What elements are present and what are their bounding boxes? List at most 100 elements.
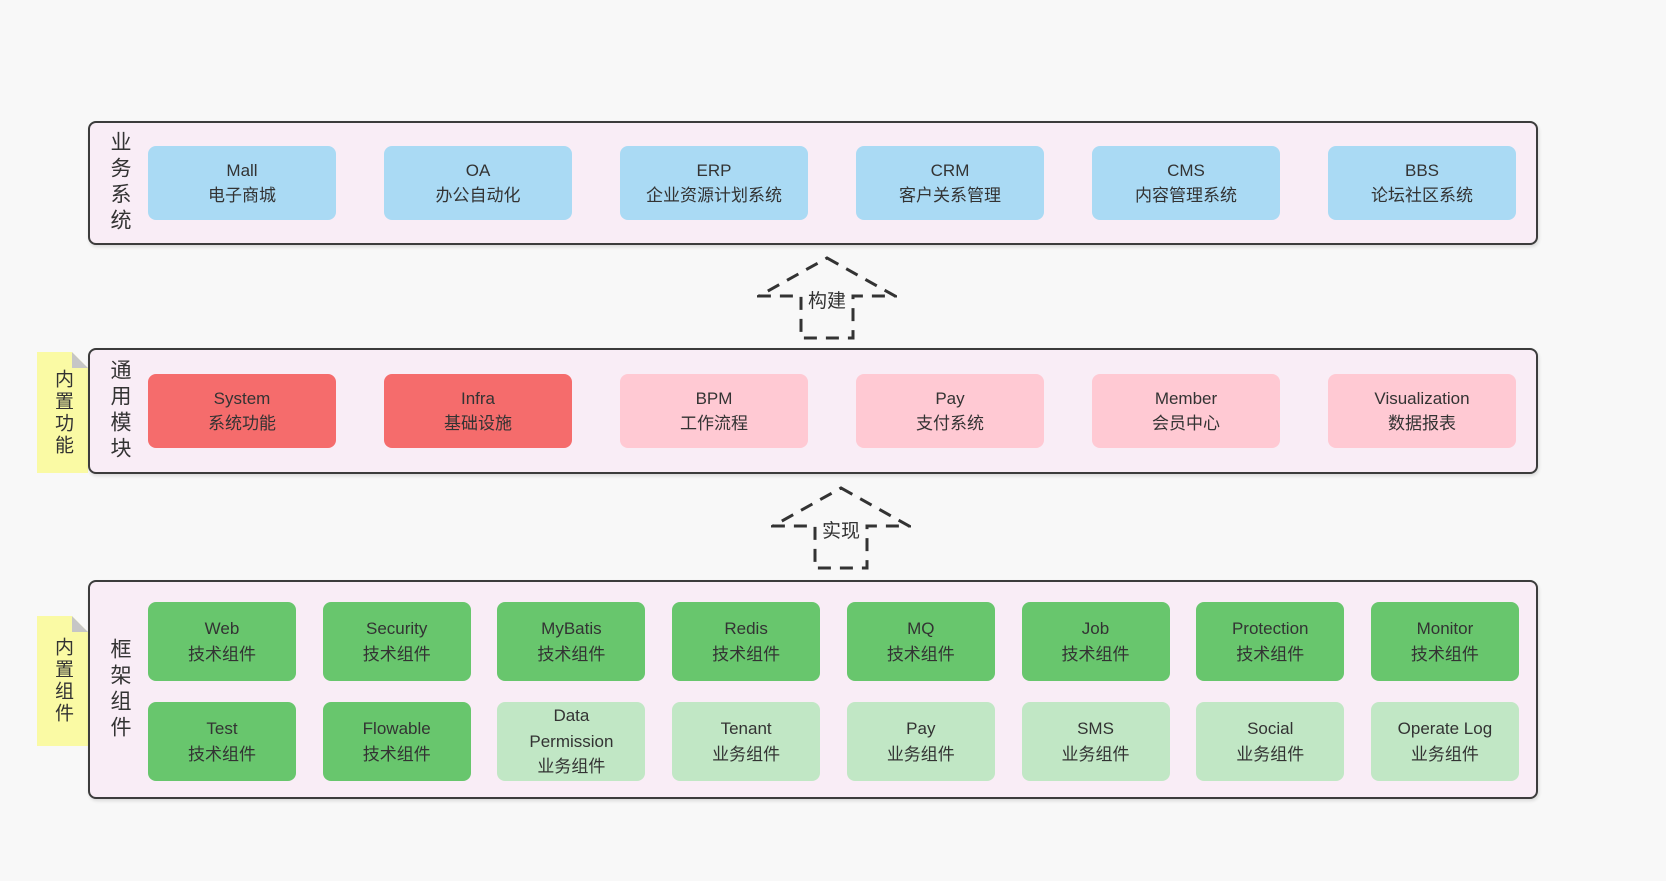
card-flowable: Flowable 技术组件 <box>322 702 471 781</box>
section-business-systems: 业务系统 Mall 电子商城 OA 办公自动化 ERP 企业资源计划系统 CRM… <box>88 121 1538 245</box>
card-title: System <box>213 388 271 408</box>
card-subtitle: 技术组件 <box>886 644 955 664</box>
card-title: MQ <box>907 619 935 638</box>
card-subtitle: 业务组件 <box>1061 744 1130 764</box>
card-subtitle: 业务组件 <box>537 757 606 777</box>
card-tenant: Tenant 业务组件 <box>672 702 821 781</box>
framework-row-1: Web 技术组件 Security 技术组件 MyBatis 技术组件 Redi… <box>148 602 1519 681</box>
business-systems-label: 业务系统 <box>108 131 131 235</box>
framework-row-2: Test 技术组件 Flowable 技术组件 Data Permission … <box>148 702 1519 781</box>
card-subtitle: 企业资源计划系统 <box>646 186 782 205</box>
card-operate-log: Operate Log 业务组件 <box>1370 702 1519 781</box>
card-data-permission: Data Permission 业务组件 <box>497 702 646 781</box>
card-subtitle: 技术组件 <box>537 644 606 664</box>
card-crm: CRM 客户关系管理 <box>856 146 1044 220</box>
card-sms: SMS 业务组件 <box>1021 702 1170 781</box>
card-subtitle: 技术组件 <box>362 744 431 764</box>
up-arrow-icon <box>757 256 897 340</box>
common-modules-label: 通用模块 <box>108 359 131 463</box>
card-member: Member 会员中心 <box>1092 374 1280 448</box>
card-title: Job <box>1081 619 1110 638</box>
card-title: Tenant <box>720 719 772 738</box>
card-pay-module: Pay 支付系统 <box>856 374 1044 448</box>
card-title: Redis <box>724 619 768 638</box>
card-social: Social 业务组件 <box>1196 702 1345 781</box>
card-subtitle: 数据报表 <box>1388 414 1456 433</box>
card-subtitle: 技术组件 <box>188 644 256 664</box>
card-title: CMS <box>1167 160 1205 180</box>
card-title: Visualization <box>1374 388 1470 408</box>
card-title: Pay <box>935 388 965 408</box>
card-job: Job 技术组件 <box>1021 602 1170 681</box>
card-subtitle: 论坛社区系统 <box>1371 186 1473 205</box>
card-visualization: Visualization 数据报表 <box>1328 374 1516 448</box>
card-cms: CMS 内容管理系统 <box>1092 146 1280 220</box>
card-subtitle: 系统功能 <box>208 414 276 433</box>
tag-builtin-components: 内置组件 <box>37 616 88 746</box>
card-title: Web <box>204 619 240 638</box>
card-subtitle: 技术组件 <box>1061 644 1130 664</box>
card-system: System 系统功能 <box>148 374 336 448</box>
section-framework-components: 框架组件 Web 技术组件 Security 技术组件 MyBatis 技术组件… <box>88 580 1538 799</box>
card-test: Test 技术组件 <box>148 702 296 781</box>
card-title: OA <box>465 160 491 180</box>
framework-components-rows: Web 技术组件 Security 技术组件 MyBatis 技术组件 Redi… <box>148 602 1519 781</box>
card-bbs: BBS 论坛社区系统 <box>1328 146 1516 220</box>
card-infra: Infra 基础设施 <box>384 374 572 448</box>
card-title: Monitor <box>1416 619 1474 638</box>
card-subtitle: 技术组件 <box>362 644 431 664</box>
arrow-build: 构建 <box>757 256 897 340</box>
card-subtitle: 技术组件 <box>188 744 256 764</box>
card-title: Test <box>206 719 238 738</box>
card-subtitle: 基础设施 <box>444 414 512 433</box>
card-subtitle: 内容管理系统 <box>1135 186 1237 205</box>
card-title: Flowable <box>362 719 431 738</box>
card-redis: Redis 技术组件 <box>672 602 821 681</box>
card-erp: ERP 企业资源计划系统 <box>620 146 808 220</box>
card-title: Pay <box>906 719 936 738</box>
tag-builtin-functions: 内置功能 <box>37 352 88 473</box>
business-systems-boxes: Mall 电子商城 OA 办公自动化 ERP 企业资源计划系统 CRM 客户关系… <box>148 123 1516 243</box>
card-subtitle: 业务组件 <box>1410 744 1479 764</box>
card-title: Security <box>365 619 428 638</box>
card-monitor: Monitor 技术组件 <box>1370 602 1519 681</box>
card-title: ERP <box>696 160 732 180</box>
tag-label: 内置组件 <box>52 637 73 725</box>
card-subtitle: 会员中心 <box>1152 414 1220 433</box>
card-title: SMS <box>1077 719 1114 738</box>
card-subtitle: 电子商城 <box>208 186 276 205</box>
card-subtitle: 技术组件 <box>1410 644 1479 664</box>
card-title: Mall <box>226 160 258 180</box>
card-web: Web 技术组件 <box>148 602 296 681</box>
card-title: Data Permission <box>529 706 614 751</box>
card-security: Security 技术组件 <box>322 602 471 681</box>
card-bpm: BPM 工作流程 <box>620 374 808 448</box>
card-title: Operate Log <box>1397 719 1493 738</box>
card-oa: OA 办公自动化 <box>384 146 572 220</box>
card-title: BPM <box>695 388 733 408</box>
card-subtitle: 工作流程 <box>680 414 748 433</box>
card-title: Social <box>1247 719 1294 738</box>
card-subtitle: 办公自动化 <box>435 186 521 205</box>
card-subtitle: 支付系统 <box>916 414 984 433</box>
section-common-modules: 通用模块 System 系统功能 Infra 基础设施 BPM 工作流程 Pay… <box>88 348 1538 474</box>
folded-corner-icon <box>72 616 88 632</box>
card-subtitle: 业务组件 <box>886 744 955 764</box>
card-pay-component: Pay 业务组件 <box>846 702 995 781</box>
card-subtitle: 业务组件 <box>1236 744 1305 764</box>
card-title: CRM <box>930 160 970 180</box>
card-title: Protection <box>1231 619 1309 638</box>
tag-label: 内置功能 <box>52 368 73 457</box>
card-mybatis: MyBatis 技术组件 <box>497 602 646 681</box>
card-subtitle: 客户关系管理 <box>899 186 1001 205</box>
card-mall: Mall 电子商城 <box>148 146 336 220</box>
card-title: Infra <box>460 388 496 408</box>
common-modules-boxes: System 系统功能 Infra 基础设施 BPM 工作流程 Pay 支付系统… <box>148 350 1516 472</box>
card-mq: MQ 技术组件 <box>846 602 995 681</box>
card-title: Member <box>1154 388 1218 408</box>
card-title: BBS <box>1404 160 1440 180</box>
card-subtitle: 技术组件 <box>1236 644 1305 664</box>
card-title: MyBatis <box>541 619 602 638</box>
arrow-implement: 实现 <box>771 486 911 570</box>
